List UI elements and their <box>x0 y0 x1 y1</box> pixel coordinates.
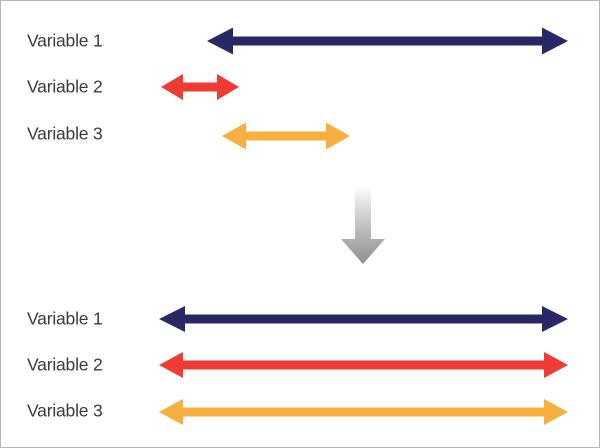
transition-down-arrow-icon <box>341 186 385 264</box>
top-variable-label-3: Variable 3 <box>27 123 103 144</box>
bottom-variable-label-1: Variable 1 <box>27 308 103 329</box>
down-arrow-gradient-shape <box>341 186 385 264</box>
arrow-red <box>161 74 239 100</box>
top-variable-label-1: Variable 1 <box>27 30 103 51</box>
top-panel-arrows <box>161 27 568 150</box>
arrow-navy <box>207 27 568 55</box>
bottom-panel-arrows <box>159 306 568 425</box>
top-variable-label-2: Variable 2 <box>27 76 103 97</box>
arrow-navy <box>159 306 568 332</box>
arrow-orange <box>159 399 568 425</box>
bottom-variable-label-2: Variable 2 <box>27 354 103 375</box>
arrow-red <box>159 352 568 378</box>
bottom-variable-label-3: Variable 3 <box>27 400 103 421</box>
arrow-orange <box>222 122 350 150</box>
